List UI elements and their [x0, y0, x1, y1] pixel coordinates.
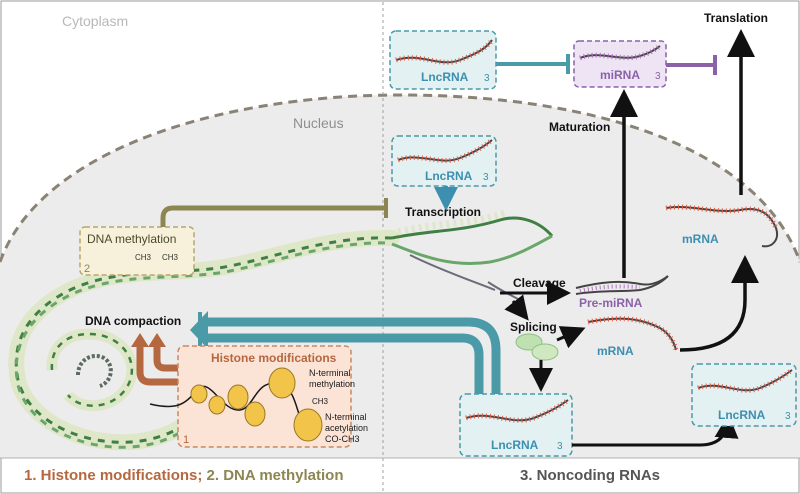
- splicing-mrna-arrow: [556, 326, 586, 349]
- lncrna-top-end: 3: [484, 73, 490, 84]
- acetylation-label-line1: N-terminal: [325, 412, 367, 422]
- methyl-group-a: CH3: [135, 253, 152, 262]
- dna-compaction-label: DNA compaction: [85, 314, 181, 328]
- pre-mirna-label: Pre-miRNA: [579, 296, 643, 310]
- dna-methylation-title: DNA methylation: [87, 232, 176, 246]
- lncrna-bottom-name: LncRNA: [491, 438, 539, 452]
- lncrna-compaction-arrows: [190, 311, 501, 400]
- footer-right: 3. Noncoding RNAs: [520, 467, 660, 484]
- footer-separator: ;: [197, 467, 206, 484]
- lncrna-top-box: LncRNA 3: [389, 30, 497, 90]
- nucleus-label: Nucleus: [293, 115, 344, 131]
- dna-methylation-index: 2: [84, 263, 90, 275]
- histone-compaction-arrows: [131, 333, 183, 386]
- lncrna-bottom-box: LncRNA 3: [459, 393, 573, 457]
- transcription-label: Transcription: [405, 205, 481, 219]
- translation-label: Translation: [704, 11, 768, 25]
- nucleus-membrane: [0, 93, 800, 263]
- splicing-in-arrow: [504, 294, 529, 321]
- lncrna-mid-end: 3: [483, 172, 489, 183]
- cytoplasm-label: Cytoplasm: [62, 13, 128, 29]
- nucleosomes: [190, 367, 323, 442]
- methylation-inhibition-line: [160, 205, 385, 227]
- histone-box-index: 1: [183, 434, 189, 446]
- lncrna-right-end: 3: [785, 411, 791, 422]
- lncrna-top-name: LncRNA: [421, 70, 469, 84]
- mrna-upper: mRNA: [665, 204, 779, 248]
- footer-left: 1. Histone modifications; 2. DNA methyla…: [24, 467, 344, 484]
- mrna-export-arrow: [679, 255, 759, 352]
- mrna-lower: mRNA: [587, 316, 679, 358]
- splicing-label: Splicing: [510, 320, 557, 334]
- mirna-box: miRNA 3: [573, 40, 667, 88]
- methylation-label-line1: N-terminal: [309, 368, 351, 378]
- acetylation-group: CO-CH3: [325, 434, 360, 444]
- lncrna-right-box: LncRNA 3: [691, 363, 797, 427]
- cleavage-label: Cleavage: [513, 276, 566, 290]
- lncrna-mid-name: LncRNA: [425, 169, 473, 183]
- pre-mirna: Pre-miRNA: [575, 275, 669, 310]
- mirna-name: miRNA: [600, 68, 640, 82]
- footer-methylation: 2. DNA methylation: [207, 467, 344, 484]
- dna-methylation-box: DNA methylation CH3 CH3 2: [79, 226, 195, 276]
- footer-histone: 1. Histone modifications: [24, 467, 197, 484]
- acetylation-label-line2: acetylation: [325, 423, 368, 433]
- dna-helix: [8, 229, 400, 451]
- lncrna-mid-box: LncRNA 3: [391, 135, 497, 187]
- methylation-label-line2: methylation: [309, 379, 355, 389]
- mrna-lower-label: mRNA: [597, 344, 634, 358]
- methyl-group-b: CH3: [162, 253, 179, 262]
- mirna-end: 3: [655, 71, 661, 82]
- histone-box-title: Histone modifications: [211, 351, 337, 365]
- mrna-upper-label: mRNA: [682, 232, 719, 246]
- lncrna-right-name: LncRNA: [718, 408, 766, 422]
- histone-modifications-box: Histone modifications 1 N-terminal methy…: [149, 345, 368, 448]
- lncrna-bottom-end: 3: [557, 441, 563, 452]
- methylation-group: CH3: [312, 397, 329, 406]
- maturation-label: Maturation: [549, 120, 610, 134]
- spliceosome: [515, 333, 559, 361]
